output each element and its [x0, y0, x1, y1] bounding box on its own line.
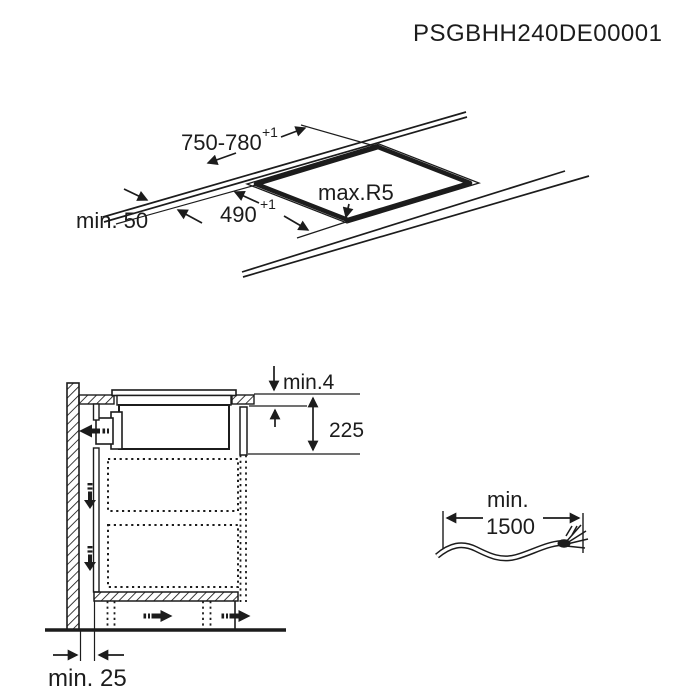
worktop-cutout-diagram: 750-780 +1 min. 50 490 +1 max.R5: [76, 111, 590, 278]
width-dim-label: 750-780: [181, 130, 262, 155]
power-cable-core: [436, 541, 562, 560]
drawer-outline-upper: [107, 458, 239, 512]
under-counter-depth-label: 225: [329, 419, 364, 442]
hob-top-plate: [111, 389, 237, 397]
installation-section-diagram: min.4 225 min. 25: [45, 366, 364, 692]
back-panel-upper: [92, 403, 100, 421]
back-clearance-label: min. 50: [76, 208, 148, 233]
countertop-right: [231, 394, 255, 405]
depth-dim-label: 490: [220, 202, 257, 227]
cutout-opening: [253, 144, 473, 223]
airflow-down-arrow-icon: [84, 483, 96, 509]
airflow-right-arrow-icon: [143, 610, 173, 622]
power-cable-diagram: min. 1500: [435, 487, 589, 562]
plinth-dashed-supports: [106, 601, 212, 629]
depth-dim-arrow-left: [233, 190, 260, 204]
top-gap-label: min.4: [283, 371, 335, 394]
back-clearance-arrow-upper: [123, 188, 149, 201]
cable-length-label: 1500: [486, 514, 535, 539]
depth-dim-tolerance: +1: [260, 196, 276, 212]
back-clearance-arrow-lower: [176, 209, 203, 224]
hob-body: [118, 404, 230, 450]
cutout-outer-outline: [245, 143, 481, 224]
extension-line-top-corner: [300, 124, 379, 148]
radius-arrow: [342, 203, 354, 219]
drawing-title: PSGBHH240DE00001: [413, 20, 662, 47]
extension-line-bottom-corner: [296, 220, 350, 239]
wall-section: [66, 382, 80, 631]
extension-line-left-corner: [115, 184, 257, 225]
airflow-down-arrow-icon: [84, 546, 96, 571]
worktop-back-edge-line: [102, 111, 467, 218]
cabinet-side-rail: [239, 406, 248, 456]
cabinet-bottom-shelf: [93, 591, 239, 602]
depth-dim-arrow-right: [283, 215, 310, 231]
cable-min-label: min.: [487, 487, 529, 512]
width-dim-arrow-right: [280, 126, 307, 138]
worktop-back-edge-line2: [103, 116, 468, 223]
cable-wire-strands: [565, 524, 589, 549]
worktop-front-edge-line2: [242, 175, 590, 278]
wall-clearance-label: min. 25: [48, 665, 127, 692]
width-dim-tolerance: +1: [262, 124, 278, 140]
countertop-left: [78, 394, 115, 405]
back-panel-lower: [92, 447, 100, 593]
corner-radius-label: max.R5: [318, 180, 394, 205]
airflow-right-arrow-icon: [221, 610, 251, 622]
worktop-front-edge-line: [241, 170, 566, 273]
hob-frame: [116, 394, 232, 406]
exhaust-left-arrow-icon: [79, 424, 109, 438]
width-dim-arrow-left: [206, 152, 237, 165]
drawer-outline-lower: [107, 524, 239, 588]
